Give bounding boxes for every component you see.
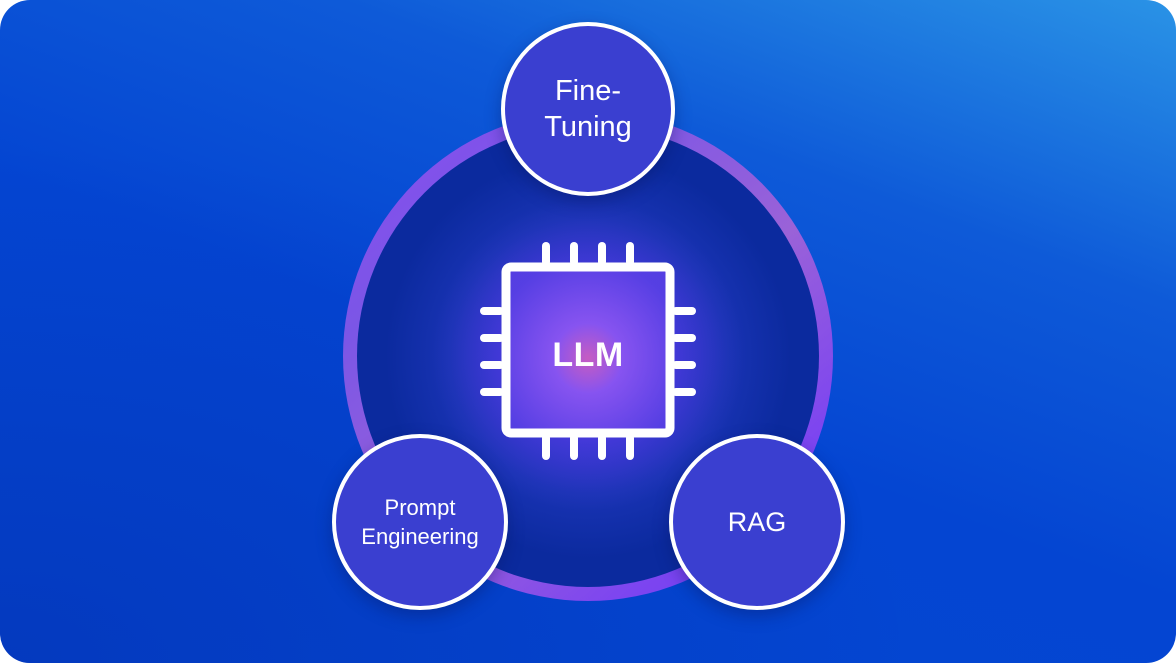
prompt-engineering-label-line1: Prompt [384,495,456,520]
llm-label: LLM [552,336,624,374]
fine-tuning-node: Fine- Tuning [501,22,675,196]
rag-node: RAG [669,434,845,610]
processor-chip-icon [480,242,696,460]
rag-label: RAG [727,506,787,537]
prompt-engineering-node: Prompt Engineering [332,434,508,610]
prompt-engineering-label-line2: Engineering [361,524,479,549]
chip-pins-left [480,307,504,396]
fine-tuning-label-line2: Tuning [544,111,632,143]
chip-pins-bottom [542,434,634,460]
fine-tuning-label-line1: Fine- [554,75,622,107]
chip-pins-right [672,307,696,396]
chip-pins-top [542,242,634,266]
chip-body [501,262,675,438]
